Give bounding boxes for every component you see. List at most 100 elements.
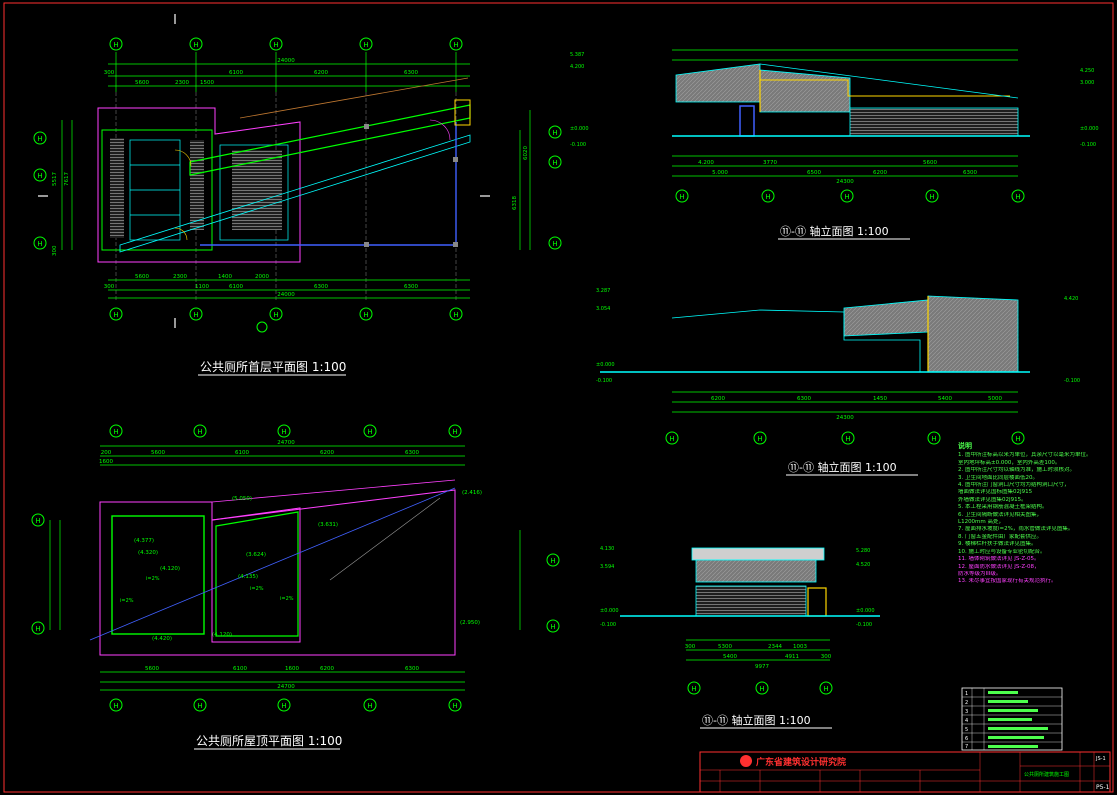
section-marks: [38, 14, 490, 328]
note-line: 2. 图中所注尺寸均以轴线为准，施工时须核对。: [958, 467, 1075, 474]
svg-text:H: H: [363, 41, 368, 49]
svg-text:H: H: [552, 129, 557, 137]
svg-text:24700: 24700: [277, 440, 295, 446]
note-line: 7. 屋面排水坡度i=2%，雨水管做法详见图集。: [958, 526, 1074, 533]
axis-bubble-labels: H H H H H: [113, 41, 458, 49]
note-line: 4. 图中所注门窗洞口尺寸均为结构洞口尺寸，: [958, 482, 1070, 489]
svg-text:-0.100: -0.100: [570, 142, 586, 148]
svg-text:H: H: [113, 428, 118, 436]
svg-text:6020: 6020: [523, 146, 529, 160]
svg-text:5400: 5400: [938, 396, 952, 402]
toilet-block: [101, 129, 213, 251]
svg-text:H: H: [931, 435, 936, 443]
svg-text:3770: 3770: [763, 160, 777, 166]
svg-text:5300: 5300: [718, 644, 732, 650]
svg-text:H: H: [273, 41, 278, 49]
svg-text:H: H: [550, 557, 555, 565]
elev-a-louver: [849, 107, 1019, 137]
svg-text:(2.950): (2.950): [460, 620, 480, 626]
elev-a-roof-mid: [759, 69, 851, 113]
bottom-dimension-lines: [108, 279, 470, 299]
svg-text:300: 300: [52, 245, 58, 256]
svg-text:4.200: 4.200: [570, 64, 584, 70]
elevation-c-title: ⑪-⑪ 轴立面图 1:100: [702, 713, 811, 727]
project-name: 公共厕所建筑施工图: [1024, 771, 1069, 778]
svg-text:6: 6: [965, 736, 968, 742]
index-circle: [256, 321, 268, 333]
svg-text:6100: 6100: [229, 70, 243, 76]
svg-text:-0.100: -0.100: [600, 622, 616, 628]
svg-text:6100: 6100: [233, 666, 247, 672]
svg-text:4.250: 4.250: [1080, 68, 1094, 74]
elevation-c: 4.130 3.594 ±0.000 -0.100 5.280 4.520 ±0…: [600, 546, 880, 729]
note-line: 外墙做法详见图集02J915。: [958, 496, 1027, 503]
svg-text:9977: 9977: [755, 664, 769, 670]
svg-text:±0.000: ±0.000: [596, 362, 615, 368]
svg-text:H: H: [757, 435, 762, 443]
svg-text:1450: 1450: [873, 396, 887, 402]
elevation-b-title: ⑪-⑪ 轴立面图 1:100: [788, 460, 897, 474]
svg-text:±0.000: ±0.000: [1080, 126, 1099, 132]
svg-text:3.054: 3.054: [596, 306, 610, 312]
svg-text:H: H: [453, 41, 458, 49]
note-line: 室内地坪标高±0.000，室内外高差100。: [958, 459, 1061, 466]
note-line: 3. 卫生间地面比同层楼面低20。: [958, 474, 1038, 481]
svg-text:-0.100: -0.100: [856, 622, 872, 628]
svg-text:i=2%: i=2%: [250, 586, 264, 592]
sheet-number: P5-1: [1096, 784, 1110, 791]
svg-text:4.520: 4.520: [856, 562, 870, 568]
svg-text:3: 3: [965, 709, 968, 715]
svg-text:(4.377): (4.377): [134, 538, 154, 544]
svg-text:1600: 1600: [285, 666, 299, 672]
roof-parapet-inner: [111, 515, 205, 635]
svg-text:24700: 24700: [277, 684, 295, 690]
note-line: 5. 本工程采用钢筋混凝土框架结构。: [958, 504, 1048, 511]
svg-text:6318: 6318: [512, 196, 518, 210]
svg-text:H: H: [363, 311, 368, 319]
svg-text:5600: 5600: [923, 160, 937, 166]
svg-text:H: H: [929, 193, 934, 201]
note-line: 13. 未尽事宜按国家现行有关规范执行。: [958, 578, 1057, 585]
svg-text:H: H: [281, 702, 286, 710]
svg-text:2300: 2300: [173, 274, 187, 280]
svg-text:300: 300: [821, 654, 832, 660]
svg-text:H: H: [197, 428, 202, 436]
svg-text:3.594: 3.594: [600, 564, 614, 570]
note-line: 11. 墙体砌筑做法详见 JS-Z-05。: [958, 556, 1040, 563]
elev-a-yellow-band: [760, 79, 1010, 97]
svg-text:H: H: [453, 311, 458, 319]
svg-text:4.130: 4.130: [600, 546, 614, 552]
svg-text:6300: 6300: [797, 396, 811, 402]
svg-text:4.420: 4.420: [1064, 296, 1078, 302]
svg-text:H: H: [845, 435, 850, 443]
svg-text:H: H: [113, 41, 118, 49]
elev-a-roof-left: [675, 63, 761, 103]
svg-text:H: H: [35, 517, 40, 525]
axis-bubbles-top: [109, 37, 463, 51]
svg-text:200: 200: [101, 450, 112, 456]
legend-table: 1 2 3 4 5 6 7: [961, 687, 1063, 751]
svg-text:1003: 1003: [793, 644, 807, 650]
bottom-dimension-text: 300 5600 2300 1100 1400 2000 6100 6300 6…: [104, 274, 419, 298]
svg-text:H: H: [669, 435, 674, 443]
ground-floor-plan: H H H H H 300 5600 2300 1500 6100 6200 6…: [33, 14, 562, 376]
svg-text:H: H: [550, 623, 555, 631]
svg-text:5600: 5600: [135, 274, 149, 280]
company-name: 广东省建筑设计研究院: [756, 756, 846, 768]
svg-text:-0.100: -0.100: [1080, 142, 1096, 148]
notes-title: 说明: [958, 442, 972, 450]
company-logo: [740, 755, 752, 767]
svg-text:(5.050): (5.050): [232, 496, 252, 502]
svg-text:1100: 1100: [195, 284, 209, 290]
plan-roof-outline: [97, 107, 301, 263]
svg-text:24000: 24000: [277, 58, 295, 64]
side-dimension-lines: [61, 110, 531, 250]
svg-text:i=2%: i=2%: [280, 596, 294, 602]
svg-text:6200: 6200: [873, 170, 887, 176]
svg-text:1500: 1500: [200, 80, 214, 86]
svg-text:H: H: [552, 240, 557, 248]
elev-c-fascia: [691, 547, 825, 561]
elev-b-roof-mid: [843, 299, 929, 337]
drawing-number: JS-1: [1095, 756, 1106, 762]
svg-text:5.000: 5.000: [712, 170, 728, 176]
